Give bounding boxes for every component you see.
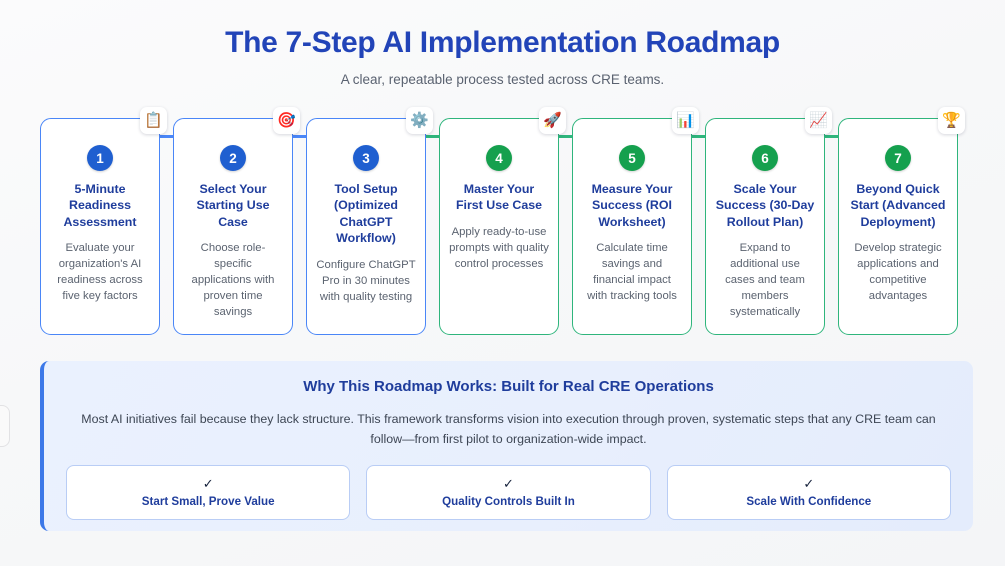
step-number-badge: 3	[353, 145, 379, 171]
trophy-icon: 🏆	[938, 107, 965, 134]
feature-pill[interactable]: ✓ Start Small, Prove Value	[66, 465, 351, 521]
feature-pill-label: Scale With Confidence	[746, 495, 872, 509]
check-icon: ✓	[202, 476, 214, 492]
check-icon: ✓	[803, 476, 815, 492]
clipboard-icon: 📋	[140, 107, 167, 134]
header: The 7-Step AI Implementation Roadmap A c…	[0, 0, 1005, 87]
step-title: Measure Your Success (ROI Worksheet)	[591, 182, 673, 229]
feature-pill-label: Start Small, Prove Value	[141, 495, 275, 509]
step-number-badge: 5	[619, 145, 645, 171]
why-panel: Why This Roadmap Works: Built for Real C…	[40, 361, 973, 531]
step-description: Expand to additional use cases and team …	[725, 242, 805, 319]
step-description: Develop strategic applications and compe…	[854, 242, 942, 303]
bar-chart-icon: 📊	[672, 107, 699, 134]
panel-title: Why This Roadmap Works: Built for Real C…	[303, 378, 714, 395]
step-connector	[293, 135, 306, 138]
step-number-badge: 1	[87, 145, 113, 171]
step-title: Beyond Quick Start (Advanced Deployment)	[850, 182, 946, 229]
feature-pill-label: Quality Controls Built In	[442, 495, 575, 509]
step-description: Calculate time savings and financial imp…	[587, 242, 677, 303]
step-number-badge: 7	[885, 145, 911, 171]
page-subtitle: A clear, repeatable process tested acros…	[340, 71, 665, 87]
step-title: Scale Your Success (30-Day Rollout Plan)	[715, 182, 815, 229]
step-connector	[426, 135, 439, 138]
step-title: Tool Setup (Optimized ChatGPT Workflow)	[333, 182, 399, 246]
check-icon: ✓	[503, 476, 514, 492]
dart-target-icon: 🎯	[273, 107, 300, 134]
step-description: Evaluate your organization's AI readines…	[57, 242, 143, 303]
step-title: Select Your Starting Use Case	[196, 182, 270, 229]
step-description: Configure ChatGPT Pro in 30 minutes with…	[316, 258, 416, 303]
step-number-badge: 4	[486, 145, 512, 171]
step-number-badge: 6	[752, 145, 778, 171]
offscreen-edge-shape	[0, 405, 10, 447]
feature-pill[interactable]: ✓ Quality Controls Built In	[366, 465, 651, 521]
step-connector	[825, 135, 838, 138]
chart-increasing-icon: 📈	[805, 107, 832, 134]
page-title: The 7-Step AI Implementation Roadmap	[225, 26, 780, 59]
step-connector	[559, 135, 572, 138]
step-description: Apply ready-to-use prompts with quality …	[449, 225, 549, 270]
step-connector	[160, 135, 173, 138]
feature-pills: ✓ Start Small, Prove Value ✓ Quality Contro…	[66, 465, 951, 521]
step-title: Master Your First Use Case	[455, 182, 543, 213]
step-description: Choose role-specific applications with p…	[191, 242, 275, 319]
panel-description: Most AI initiatives fail because they la…	[81, 412, 936, 447]
rocket-icon: 🚀	[539, 107, 566, 134]
step-connector	[692, 135, 705, 138]
step-number-badge: 2	[220, 145, 246, 171]
gear-icon: ⚙️	[406, 107, 433, 134]
step-title: 5-Minute Readiness Assessment	[63, 182, 137, 229]
feature-pill[interactable]: ✓ Scale With Confidence	[666, 465, 951, 521]
